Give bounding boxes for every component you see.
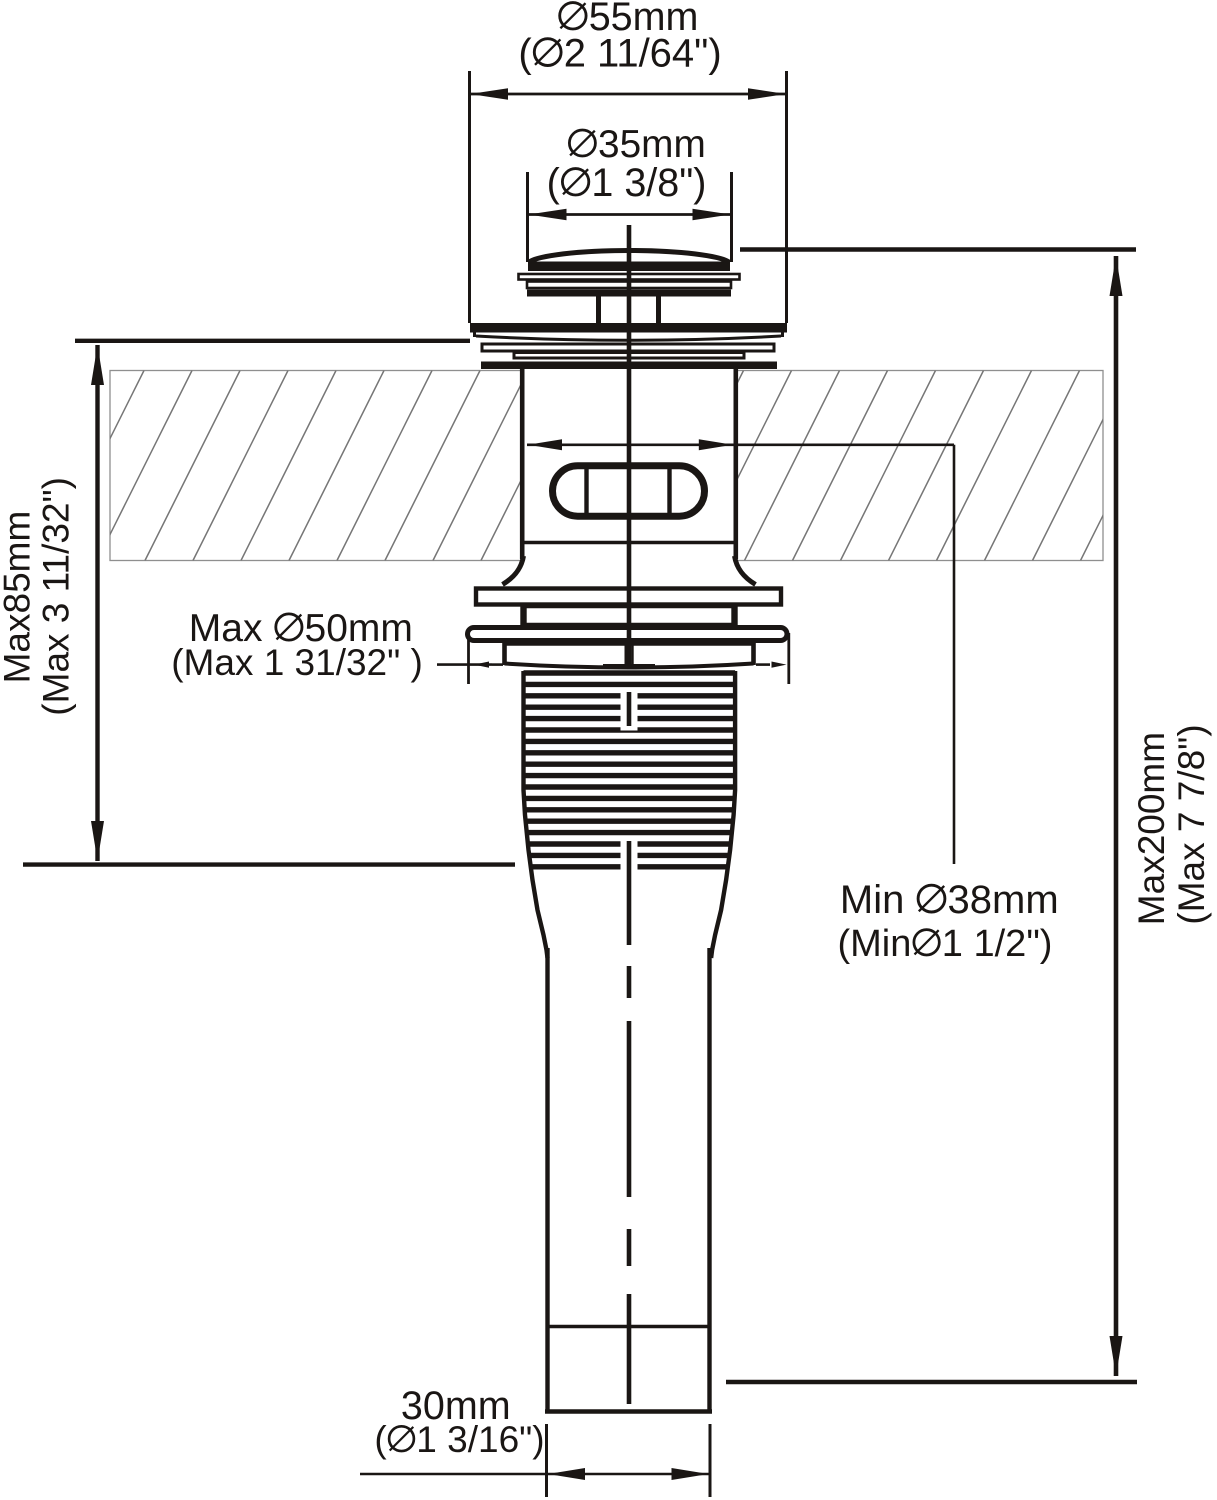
svg-text:(: ( [374,1419,387,1460]
svg-text:Min: Min [840,878,904,922]
svg-text:55mm: 55mm [589,0,699,39]
svg-text:(Max 1 31/32" ): (Max 1 31/32" ) [171,642,423,683]
svg-text:50mm: 50mm [305,607,413,650]
svg-text:1 1/2"): 1 1/2") [942,923,1053,965]
svg-text:Max200mm: Max200mm [1131,732,1172,925]
svg-text:35mm: 35mm [598,123,706,166]
svg-text:(Max 3 11/32"): (Max 3 11/32") [36,477,77,716]
svg-text:(Min: (Min [838,923,912,965]
svg-text:(: ( [547,161,560,205]
svg-text:(: ( [518,32,532,76]
svg-text:1 3/16"): 1 3/16") [416,1419,544,1460]
svg-text:Max85mm: Max85mm [0,511,38,684]
svg-text:30mm: 30mm [401,1384,511,1428]
svg-text:(Max 7 7/8"): (Max 7 7/8") [1171,724,1212,924]
svg-text:38mm: 38mm [948,878,1059,922]
svg-text:2 11/64"): 2 11/64") [564,32,722,76]
svg-text:1 3/8"): 1 3/8") [591,161,706,205]
svg-text:Max: Max [189,607,263,650]
